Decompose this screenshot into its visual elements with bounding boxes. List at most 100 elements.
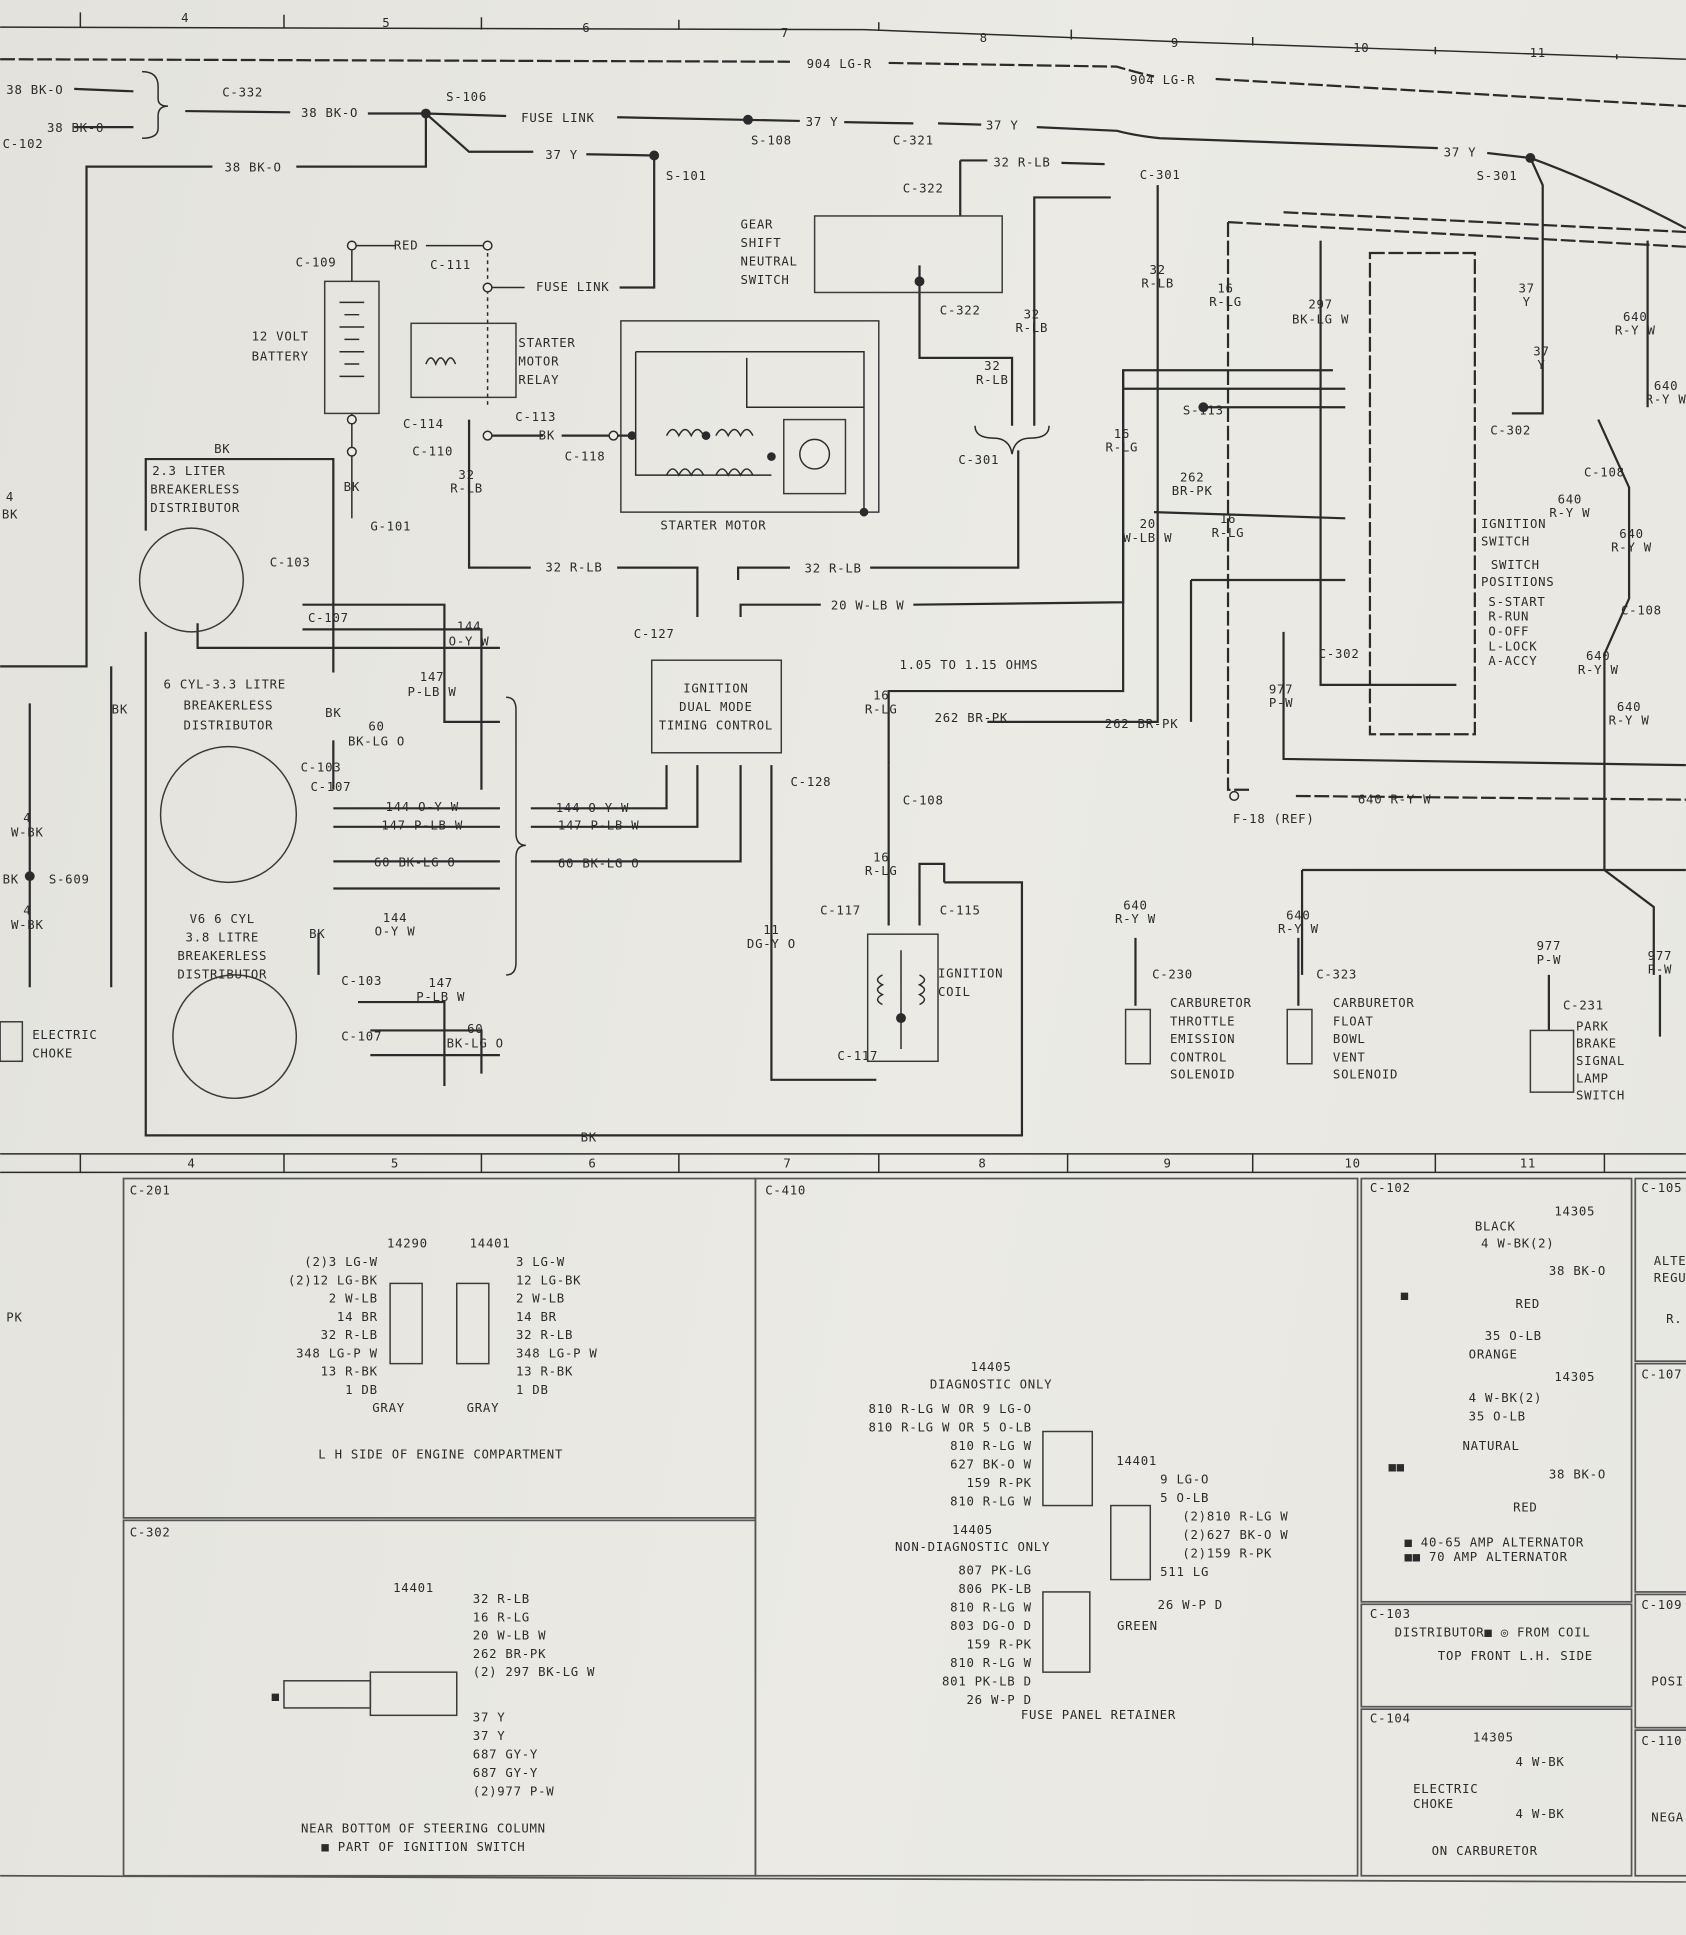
ruler-number: 6	[588, 1156, 596, 1170]
ruler-number: 5	[382, 16, 390, 30]
pin-label: ELECTRIC	[1413, 1782, 1478, 1796]
wire-label: R-Y W	[1611, 541, 1652, 555]
part-number: 14405	[971, 1360, 1012, 1374]
pin-label: 14 BR	[337, 1310, 378, 1324]
wire-label: C-117	[837, 1049, 878, 1063]
wire-label: S-113	[1183, 404, 1224, 418]
distributor-3-3-icon	[159, 745, 298, 884]
pin-label: 9 LG-O	[1160, 1472, 1209, 1486]
wire-label: 147 P-LB W	[381, 818, 463, 832]
pin-label: 14 BR	[516, 1310, 557, 1324]
wire-label: BK-LG O	[348, 734, 405, 748]
wire-label: C-118	[565, 449, 606, 463]
wire-label: COIL	[938, 985, 971, 999]
wire-label: C-110	[412, 444, 453, 458]
wire-label: BK	[539, 428, 555, 442]
wire-label: C-231	[1563, 998, 1604, 1012]
pin-label: 35 O-LB	[1469, 1409, 1526, 1423]
wire-label: DG-Y O	[747, 937, 796, 951]
wire-label: TIMING CONTROL	[659, 718, 773, 732]
wire-label: C-302	[1319, 647, 1360, 661]
wire-label: 60 BK-LG O	[558, 857, 640, 871]
wire-label: CARBURETOR	[1333, 996, 1415, 1010]
wire-label: R-RUN	[1488, 610, 1529, 624]
wire-label: R.	[1666, 1312, 1682, 1326]
wire-label: R-LB	[1015, 321, 1048, 335]
pin-label: 20 W-LB W	[473, 1629, 546, 1643]
wire-label: S-609	[49, 873, 90, 887]
part-number: 14401	[470, 1237, 511, 1251]
pin-label: 2 W-LB	[516, 1292, 565, 1306]
wire-label: EMISSION	[1170, 1032, 1235, 1046]
wire-label: BK	[112, 702, 128, 716]
pin-label: 2 W-LB	[329, 1292, 378, 1306]
pin-label: (2)977 P-W	[473, 1785, 555, 1799]
panel-title: C-410	[765, 1184, 806, 1198]
wire-label: 37 Y	[986, 119, 1019, 133]
panel-title: C-110	[1641, 1734, 1682, 1748]
pin-label: 1 DB	[516, 1383, 549, 1397]
wire-label: SWITCH	[1576, 1089, 1625, 1103]
pin-label: 627 BK-O W	[950, 1458, 1032, 1472]
wire-label: 1.05 TO 1.15 OHMS	[899, 658, 1038, 672]
wire-label: O-OFF	[1488, 625, 1529, 639]
panel-caption: FUSE PANEL RETAINER	[1021, 1708, 1176, 1722]
wire-label: 32	[458, 468, 474, 482]
wire-label: C-102	[3, 137, 44, 151]
starter-motor-box	[620, 320, 880, 513]
pin-label: 13 R-BK	[321, 1365, 378, 1379]
wire-label: BK	[3, 873, 19, 887]
pin-label: GRAY	[467, 1401, 500, 1415]
wire-label: CARBURETOR	[1170, 996, 1252, 1010]
wire-label: STARTER	[518, 336, 575, 350]
pin-label: (2)159 R-PK	[1182, 1546, 1272, 1560]
wire-label: 147 P-LB W	[558, 818, 640, 832]
pin-label: 32 R-LB	[473, 1592, 530, 1606]
pin-label: 810 R-LG W	[950, 1656, 1032, 1670]
wire-label: 16	[1114, 427, 1130, 441]
pin-label: 511 LG	[1160, 1565, 1209, 1579]
wire-label: 640	[1586, 649, 1611, 663]
wire-label: R-Y W	[1549, 506, 1590, 520]
bottom-ruler	[0, 1153, 1686, 1174]
pin-label: ■ 40-65 AMP ALTERNATOR	[1404, 1535, 1584, 1549]
ruler-number: 10	[1353, 41, 1369, 55]
wire-label: IGNITION	[938, 966, 1003, 980]
wire-label: DISTRIBUTOR	[184, 718, 274, 732]
wire-label: 4	[23, 903, 31, 917]
electric-choke-box	[0, 1021, 24, 1063]
pin-label: RED	[1516, 1297, 1541, 1311]
wire-label: C-117	[820, 903, 861, 917]
distributor-3-8-icon	[172, 974, 298, 1100]
pin-label: 810 R-LG W OR 5 O-LB	[869, 1421, 1032, 1435]
pin-label: 35 O-LB	[1485, 1329, 1542, 1343]
wire-label: R-Y W	[1115, 912, 1156, 926]
wire-label: 16	[873, 689, 889, 703]
wire-label: BREAKERLESS	[150, 483, 240, 497]
wire-label: LAMP	[1576, 1071, 1609, 1085]
wire-label: 640	[1654, 379, 1679, 393]
part-number: 14405	[952, 1523, 993, 1537]
wire-label: RED	[394, 238, 419, 252]
wire-label: 640	[1619, 527, 1644, 541]
wire-label: R-LB	[976, 373, 1009, 387]
wire-label: 297	[1308, 298, 1333, 312]
wire-label: 640	[1286, 908, 1311, 922]
wire-label: G-101	[370, 520, 411, 534]
pin-label: 32 R-LB	[321, 1328, 378, 1342]
wire-label: C-114	[403, 417, 444, 431]
wire-label: CONTROL	[1170, 1050, 1227, 1064]
pin-label: 26 W-P D	[966, 1693, 1031, 1707]
wire-label: 37 Y	[1444, 146, 1477, 160]
wire-label: C-107	[310, 780, 351, 794]
wire-label: O-Y W	[375, 924, 416, 938]
part-number: 14401	[393, 1581, 434, 1595]
ruler-number: 6	[582, 21, 590, 35]
wire-label: STARTER MOTOR	[660, 518, 766, 532]
wire-label: 16	[1217, 281, 1233, 295]
connector-panels	[0, 1177, 1686, 1883]
wire-label: S-301	[1477, 169, 1518, 183]
throttle-solenoid-box	[1124, 1008, 1152, 1065]
wire-label: IGNITION	[1481, 517, 1546, 531]
wire-label: 38 BK-O	[301, 106, 358, 120]
